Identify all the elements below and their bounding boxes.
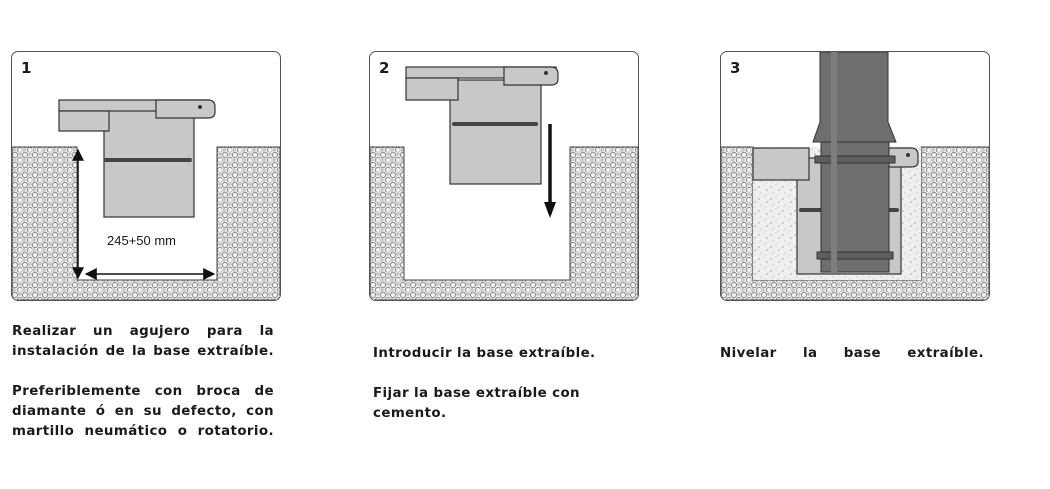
caption-line: Fijar la base extraíble con: [373, 386, 580, 401]
base-slot: [452, 122, 538, 126]
post-highlight: [831, 52, 837, 272]
step-2-caption: Introducir la base extraíble. Fijar la b…: [373, 344, 603, 424]
step-3-number: 3: [730, 59, 741, 77]
step-1-number: 1: [21, 59, 32, 77]
flange-screw: [906, 153, 910, 157]
caption-line: diamante ó en su defecto, con: [12, 404, 274, 419]
flange-screw: [544, 71, 548, 75]
flange-right-cap: [503, 66, 559, 86]
caption-line: martillo neumático o rotatorio.: [12, 424, 274, 439]
base-body: [103, 109, 195, 218]
flange-screw: [198, 105, 202, 109]
flange-left-tab: [58, 110, 110, 132]
caption-line: Introducir la base extraíble.: [373, 346, 596, 361]
base-body: [449, 79, 542, 185]
dimension-label: 245+50 mm: [107, 233, 177, 248]
step-3-caption: Nivelar la base extraíble.: [720, 344, 984, 364]
step-3-panel: 3: [720, 51, 990, 301]
step-2-number: 2: [379, 59, 390, 77]
base-slot: [104, 158, 192, 162]
step-1-panel: 1 245+50 mm: [11, 51, 281, 301]
caption-line: cemento.: [373, 406, 447, 421]
step-1-illustration: [12, 99, 280, 300]
caption-line: Preferiblemente con broca de: [12, 384, 274, 399]
post-ring-top: [814, 155, 896, 164]
caption-line: instalación de la base extraíble.: [12, 344, 274, 359]
step-1-caption: Realizar un agujero para la instalación …: [12, 322, 274, 442]
post-top: [812, 52, 897, 143]
flange-left-tab: [405, 77, 459, 101]
insertion-arrow-head: [544, 202, 556, 218]
caption-line: Realizar un agujero para la: [12, 324, 274, 339]
step-2-panel: 2: [369, 51, 639, 301]
ground-gravel: [370, 146, 638, 300]
post-ring-bottom: [816, 251, 894, 260]
flange-left-tab: [752, 147, 810, 181]
caption-line: Nivelar la base extraíble.: [720, 346, 984, 361]
step-2-illustration: [370, 66, 638, 300]
step-3-illustration: [721, 52, 989, 300]
flange-right-cap: [155, 99, 216, 119]
